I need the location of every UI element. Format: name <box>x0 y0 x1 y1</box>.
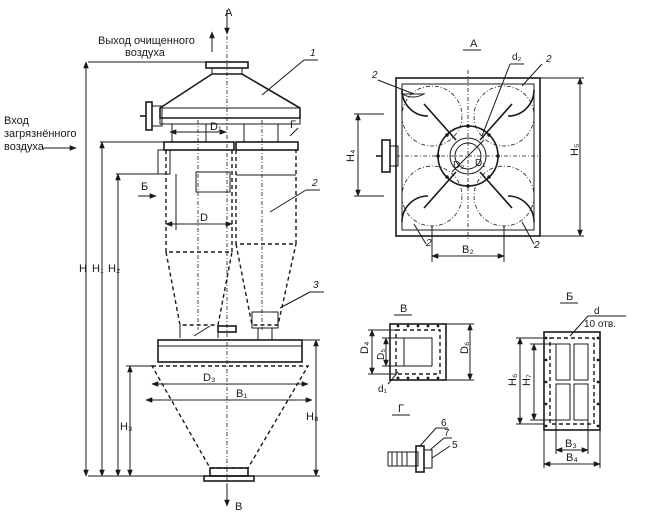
view-g-title: Г <box>398 403 404 415</box>
view-a-b2-label: B₂ <box>462 244 474 256</box>
callout-g: Г <box>290 119 296 131</box>
view-a-d2-label: D₂ <box>453 160 464 171</box>
main-view: А Выход очищенного воздуха Вход загрязнё… <box>4 7 324 513</box>
view-b-holes-label: 10 отв. <box>584 319 616 330</box>
view-b-h7-label: H₇ <box>521 374 533 386</box>
collector-hood <box>159 73 301 125</box>
view-g-callout-7: 7 <box>444 428 450 439</box>
inspection-hatch <box>217 325 237 333</box>
view-v-d6-label: D₆ <box>459 342 471 354</box>
dim-d-label: D <box>200 212 208 224</box>
view-b-h6-label: H₆ <box>507 374 519 386</box>
inlet-flange <box>140 101 163 131</box>
view-v-arrow-label: В <box>235 501 242 513</box>
cyclone-right <box>235 123 299 340</box>
cyclone-left <box>157 123 235 338</box>
view-a-h5-label: H₅ <box>569 144 581 156</box>
dim-h2-label: H₂ <box>108 263 120 275</box>
dim-h8-label: H₈ <box>306 411 319 423</box>
view-v-d1-label: d₁ <box>378 384 388 395</box>
view-a-callout-2a: 2 <box>371 70 378 81</box>
view-g-callout-5: 5 <box>452 440 458 451</box>
view-a-callout-2b: 2 <box>545 54 552 65</box>
view-v-d4-label: D₄ <box>359 341 371 354</box>
dim-d1-label: D₁ <box>210 121 222 133</box>
view-b-b4-label: B₄ <box>566 452 578 464</box>
inlet-title-line1: Вход <box>4 115 29 127</box>
view-a-arrow-label: А <box>225 7 233 19</box>
view-b-d-label: d <box>594 306 600 317</box>
view-a-top: А D₂ D₁ <box>345 38 584 262</box>
view-b-b3-label: B₃ <box>565 438 577 450</box>
view-b-inlet-flange: Б d 10 отв. H₆ H₇ B₃ <box>507 291 626 468</box>
view-a-h4-label: H₄ <box>345 149 357 162</box>
dust-hopper <box>150 339 310 482</box>
view-a-d1-label: D₁ <box>475 158 486 169</box>
dim-h-label: H <box>79 263 87 275</box>
inlet-title-line2: загрязнённого <box>4 128 77 140</box>
view-g-callout-6: 6 <box>441 418 447 429</box>
callout-1: 1 <box>310 48 316 59</box>
view-b-arrow-label: Б <box>141 181 148 193</box>
view-a-callout-2c: 2 <box>425 238 432 249</box>
dim-h1-label: H₁ <box>92 263 104 275</box>
view-a-d2-callout: d₂ <box>512 52 522 63</box>
view-g-detail: Г 6 7 5 <box>387 403 458 473</box>
view-a-callout-2d: 2 <box>533 240 540 251</box>
dim-h3-label: H₃ <box>120 421 132 433</box>
view-a-title: А <box>470 38 478 50</box>
view-v-d5-label: D₅ <box>376 349 387 360</box>
inlet-title-line3: воздуха <box>4 141 45 153</box>
callout-3: 3 <box>313 280 319 291</box>
dim-b1-label: B₁ <box>236 388 247 400</box>
outlet-title-line2: воздуха <box>125 47 166 59</box>
view-v-flange: В D₄ D₅ D₆ d₁ <box>359 303 474 395</box>
view-b-title: Б <box>566 291 573 303</box>
dim-d3-label: D₃ <box>203 372 215 384</box>
view-v-title: В <box>400 303 407 315</box>
callout-2: 2 <box>311 178 318 189</box>
outlet-title-line1: Выход очищенного <box>98 35 195 47</box>
